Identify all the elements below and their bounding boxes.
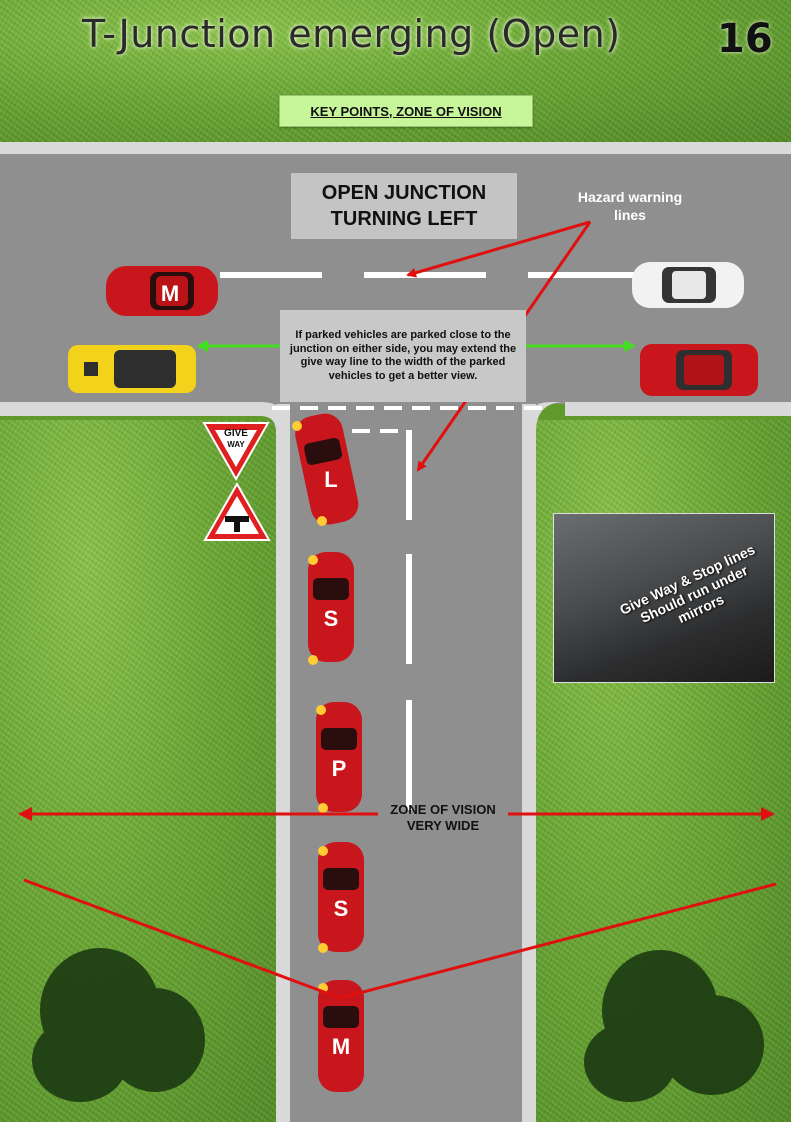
hazard-label-line2: lines [614, 207, 646, 223]
photo-caption: Give Way & Stop lines Should run under m… [617, 541, 758, 627]
hazard-arrow-top [406, 220, 591, 278]
page-number: 16 [717, 16, 773, 62]
car-parked-left-yellow [68, 345, 196, 393]
tree-left [32, 948, 205, 1102]
car-letter-p: P [331, 756, 347, 781]
main-road-curb-top [0, 142, 791, 154]
give-way-sign [202, 422, 270, 482]
junction-title-box: OPEN JUNCTION TURNING LEFT [291, 173, 517, 239]
indicator-lights [292, 421, 328, 993]
zone-of-vision-label: ZONE OF VISION VERY WIDE [378, 802, 508, 834]
parked-vehicles-note: If parked vehicles are parked close to t… [280, 310, 526, 402]
t-junction-warning-sign [203, 481, 271, 541]
car-sequence-p [316, 702, 362, 812]
hazard-label-line1: Hazard warning [577, 189, 683, 205]
car-main-road-right-white [632, 262, 744, 308]
main-road-curb-bottom [0, 402, 260, 416]
car-letter-s1: S [323, 606, 339, 631]
tree-right [584, 950, 764, 1102]
car-sequence-m [318, 980, 364, 1092]
give-way-text-line1: GIVE [224, 428, 248, 439]
page-title: T-Junction emerging (Open) [82, 12, 621, 56]
junction-title-line2: TURNING LEFT [330, 208, 478, 230]
junction-title-line1: OPEN JUNCTION [321, 182, 487, 204]
mirror-photo-inset: Give Way & Stop lines Should run under m… [553, 513, 775, 683]
give-way-sign-text: GIVE WAY [219, 428, 253, 450]
give-way-text-line2: WAY [227, 440, 245, 449]
vision-line-left [23, 878, 341, 1000]
car-letter-s2: S [333, 896, 349, 921]
car-sequence-s1 [308, 552, 354, 662]
car-letter-main-road: M [160, 281, 180, 306]
side-road-curb-right [522, 404, 536, 1122]
car-letter-l: L [324, 467, 338, 492]
car-sequence-s2 [318, 842, 364, 952]
car-sequence-l [295, 413, 359, 525]
main-road-curb-bottom-right [565, 402, 791, 416]
car-parked-right-red [640, 344, 758, 396]
zone-label-line2: VERY WIDE [406, 818, 480, 833]
key-points-label: KEY POINTS, ZONE OF VISION [279, 95, 533, 127]
hazard-warning-label: Hazard warning lines [555, 188, 705, 224]
car-letter-m: M [331, 1034, 351, 1059]
car-main-road-left-red [106, 266, 218, 316]
zone-label-line1: ZONE OF VISION [390, 802, 496, 817]
side-road-centre-line [406, 430, 412, 810]
vision-line-right [339, 882, 777, 1000]
hazard-lines [220, 272, 638, 278]
side-road-curb-left [276, 404, 290, 1122]
